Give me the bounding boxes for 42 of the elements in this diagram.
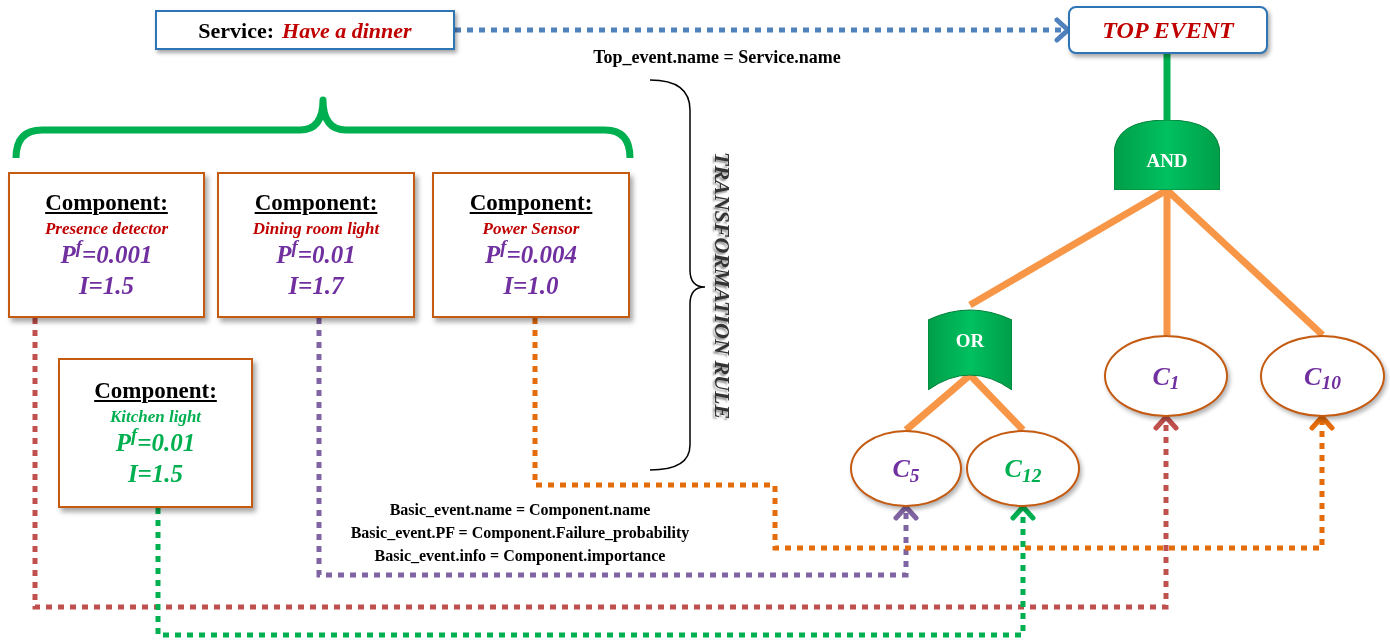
component-box bbox=[8, 172, 205, 318]
service-label: Service: bbox=[198, 16, 275, 45]
component-value: I=1.5 bbox=[127, 459, 184, 489]
vertical-title: TRANSFORMATION RULE bbox=[709, 151, 737, 419]
event-label: C$_{5}$ bbox=[892, 453, 920, 488]
and-gate bbox=[1114, 120, 1220, 190]
component-box bbox=[217, 172, 415, 318]
component-value: P$^{f}$=0.01 bbox=[276, 238, 356, 270]
component-heading: Component: bbox=[254, 188, 378, 217]
component-value: I=1.5 bbox=[78, 271, 135, 301]
gate-label: AND bbox=[1146, 148, 1188, 173]
component-name: Power Sensor bbox=[482, 217, 580, 239]
gate-label: OR bbox=[955, 329, 985, 354]
event-label: C$_{12}$ bbox=[1004, 453, 1042, 488]
dotted-arrow bbox=[155, 504, 1036, 638]
component-name: Dining room light bbox=[252, 217, 380, 239]
mapping-rule: Top_event.name = Service.name bbox=[593, 46, 841, 69]
mapping-rule: Basic_event.PF = Component.Failure_probability bbox=[350, 523, 690, 544]
dotted-arrow bbox=[316, 318, 919, 578]
event-label: C$_{10}$ bbox=[1304, 360, 1341, 396]
dotted-arrow bbox=[532, 318, 1335, 551]
event-label: C$_{1}$ bbox=[1152, 360, 1180, 396]
mapping-rule: Basic_event.name = Component.name bbox=[389, 500, 651, 521]
component-value: P$^{f}$=0.004 bbox=[485, 238, 577, 270]
component-value: I=1.0 bbox=[503, 271, 559, 301]
connector-line bbox=[1163, 54, 1171, 120]
component-value: P$^{f}$=0.001 bbox=[60, 238, 153, 270]
component-name: Presence detector bbox=[44, 217, 169, 239]
component-value: P$^{f}$=0.01 bbox=[115, 426, 196, 458]
top-event-box bbox=[1068, 6, 1268, 54]
component-heading: Component: bbox=[45, 188, 168, 217]
top-event-label: TOP EVENT bbox=[1102, 16, 1234, 45]
service-box bbox=[155, 10, 455, 50]
component-heading: Component: bbox=[469, 188, 593, 217]
mapping-rule: Basic_event.info = Component.importance bbox=[374, 546, 666, 567]
component-box bbox=[432, 172, 630, 318]
component-heading: Component: bbox=[94, 376, 217, 405]
dotted-arrow bbox=[32, 318, 1179, 610]
component-value: I=1.7 bbox=[288, 271, 344, 301]
component-name: Kitchen light bbox=[109, 405, 202, 427]
component-box bbox=[58, 358, 253, 508]
service-name: Have a dinner bbox=[282, 16, 412, 45]
